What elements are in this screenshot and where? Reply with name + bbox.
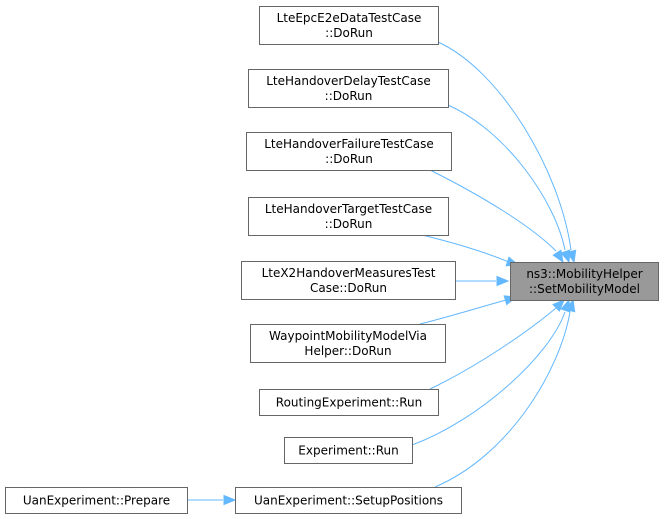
node-mobility-helper-set-mobility-model: ns3::MobilityHelper::SetMobilityModel	[510, 262, 659, 301]
node-lte-handover-target[interactable]: LteHandoverTargetTestCase::DoRun	[248, 197, 449, 236]
node-label: Case::DoRun	[310, 281, 387, 295]
nodes-layer: LteEpcE2eDataTestCase::DoRunLteHandoverD…	[5, 6, 659, 514]
node-box	[510, 262, 659, 301]
node-box	[5, 487, 188, 514]
node-box	[248, 69, 449, 108]
node-lte-handover-failure[interactable]: LteHandoverFailureTestCase::DoRun	[246, 132, 452, 171]
arrowhead-icon	[496, 275, 510, 287]
node-label: RoutingExperiment::Run	[276, 396, 422, 410]
node-box	[259, 389, 439, 416]
node-label: ::DoRun	[325, 26, 373, 40]
node-experiment-run[interactable]: Experiment::Run	[284, 437, 413, 464]
node-box	[259, 6, 439, 45]
node-label: Helper::DoRun	[304, 344, 391, 358]
node-box	[246, 132, 452, 171]
node-uan-experiment-prepare[interactable]: UanExperiment::Prepare	[5, 487, 188, 514]
edge-line	[421, 234, 510, 263]
edge-line	[411, 311, 566, 446]
arrowhead-icon	[560, 249, 571, 264]
node-box	[284, 437, 413, 464]
node-uan-experiment-setup-positions[interactable]: UanExperiment::SetupPositions	[235, 487, 462, 514]
edge-line	[434, 311, 571, 488]
node-label: UanExperiment::SetupPositions	[254, 494, 443, 508]
edge-uan-experiment-setup-positions-to-mobility-helper-set-mobility-model	[434, 298, 576, 488]
node-label: LteHandoverDelayTestCase	[266, 74, 431, 88]
edge-uan-experiment-prepare-to-uan-experiment-setup-positions	[187, 494, 237, 506]
edges-layer	[187, 41, 577, 506]
node-label: ns3::MobilityHelper	[526, 267, 642, 281]
edge-lte-x2-handover-measures-to-mobility-helper-set-mobility-model	[455, 275, 510, 287]
edge-routing-experiment-run-to-mobility-helper-set-mobility-model	[429, 299, 565, 390]
edge-lte-handover-failure-to-mobility-helper-set-mobility-model	[429, 169, 564, 264]
node-label: ::DoRun	[325, 217, 373, 231]
arrowhead-icon	[223, 494, 237, 506]
node-label: WaypointMobilityModelVia	[269, 329, 427, 343]
edge-experiment-run-to-mobility-helper-set-mobility-model	[411, 298, 571, 446]
node-lte-epc-e2e-data[interactable]: LteEpcE2eDataTestCase::DoRun	[259, 6, 439, 45]
node-lte-handover-delay[interactable]: LteHandoverDelayTestCase::DoRun	[248, 69, 449, 108]
edge-lte-handover-delay-to-mobility-helper-set-mobility-model	[447, 104, 571, 264]
node-label: LteX2HandoverMeasuresTest	[262, 266, 436, 280]
edge-line	[419, 299, 507, 325]
arrowhead-icon	[552, 249, 564, 264]
edge-line	[437, 41, 572, 251]
node-label: LteHandoverFailureTestCase	[264, 137, 434, 151]
node-label: LteEpcE2eDataTestCase	[277, 11, 422, 25]
node-box	[248, 197, 449, 236]
node-label: ::DoRun	[325, 152, 373, 166]
node-routing-experiment-run[interactable]: RoutingExperiment::Run	[259, 389, 439, 416]
node-box	[241, 261, 456, 300]
edge-waypoint-mobility-model-via-helper-to-mobility-helper-set-mobility-model	[419, 295, 518, 325]
edge-lte-epc-e2e-data-to-mobility-helper-set-mobility-model	[437, 41, 577, 264]
node-label: ::SetMobilityModel	[529, 282, 640, 296]
node-label: ::DoRun	[325, 89, 373, 103]
node-label: UanExperiment::Prepare	[23, 494, 170, 508]
node-box	[235, 487, 462, 514]
edge-line	[429, 307, 557, 390]
node-label: Experiment::Run	[298, 444, 398, 458]
arrowhead-icon	[552, 299, 565, 312]
edge-line	[447, 104, 566, 251]
edge-line	[429, 169, 557, 252]
arrowhead-icon	[565, 298, 576, 313]
node-box	[250, 324, 446, 363]
node-label: LteHandoverTargetTestCase	[265, 202, 432, 216]
